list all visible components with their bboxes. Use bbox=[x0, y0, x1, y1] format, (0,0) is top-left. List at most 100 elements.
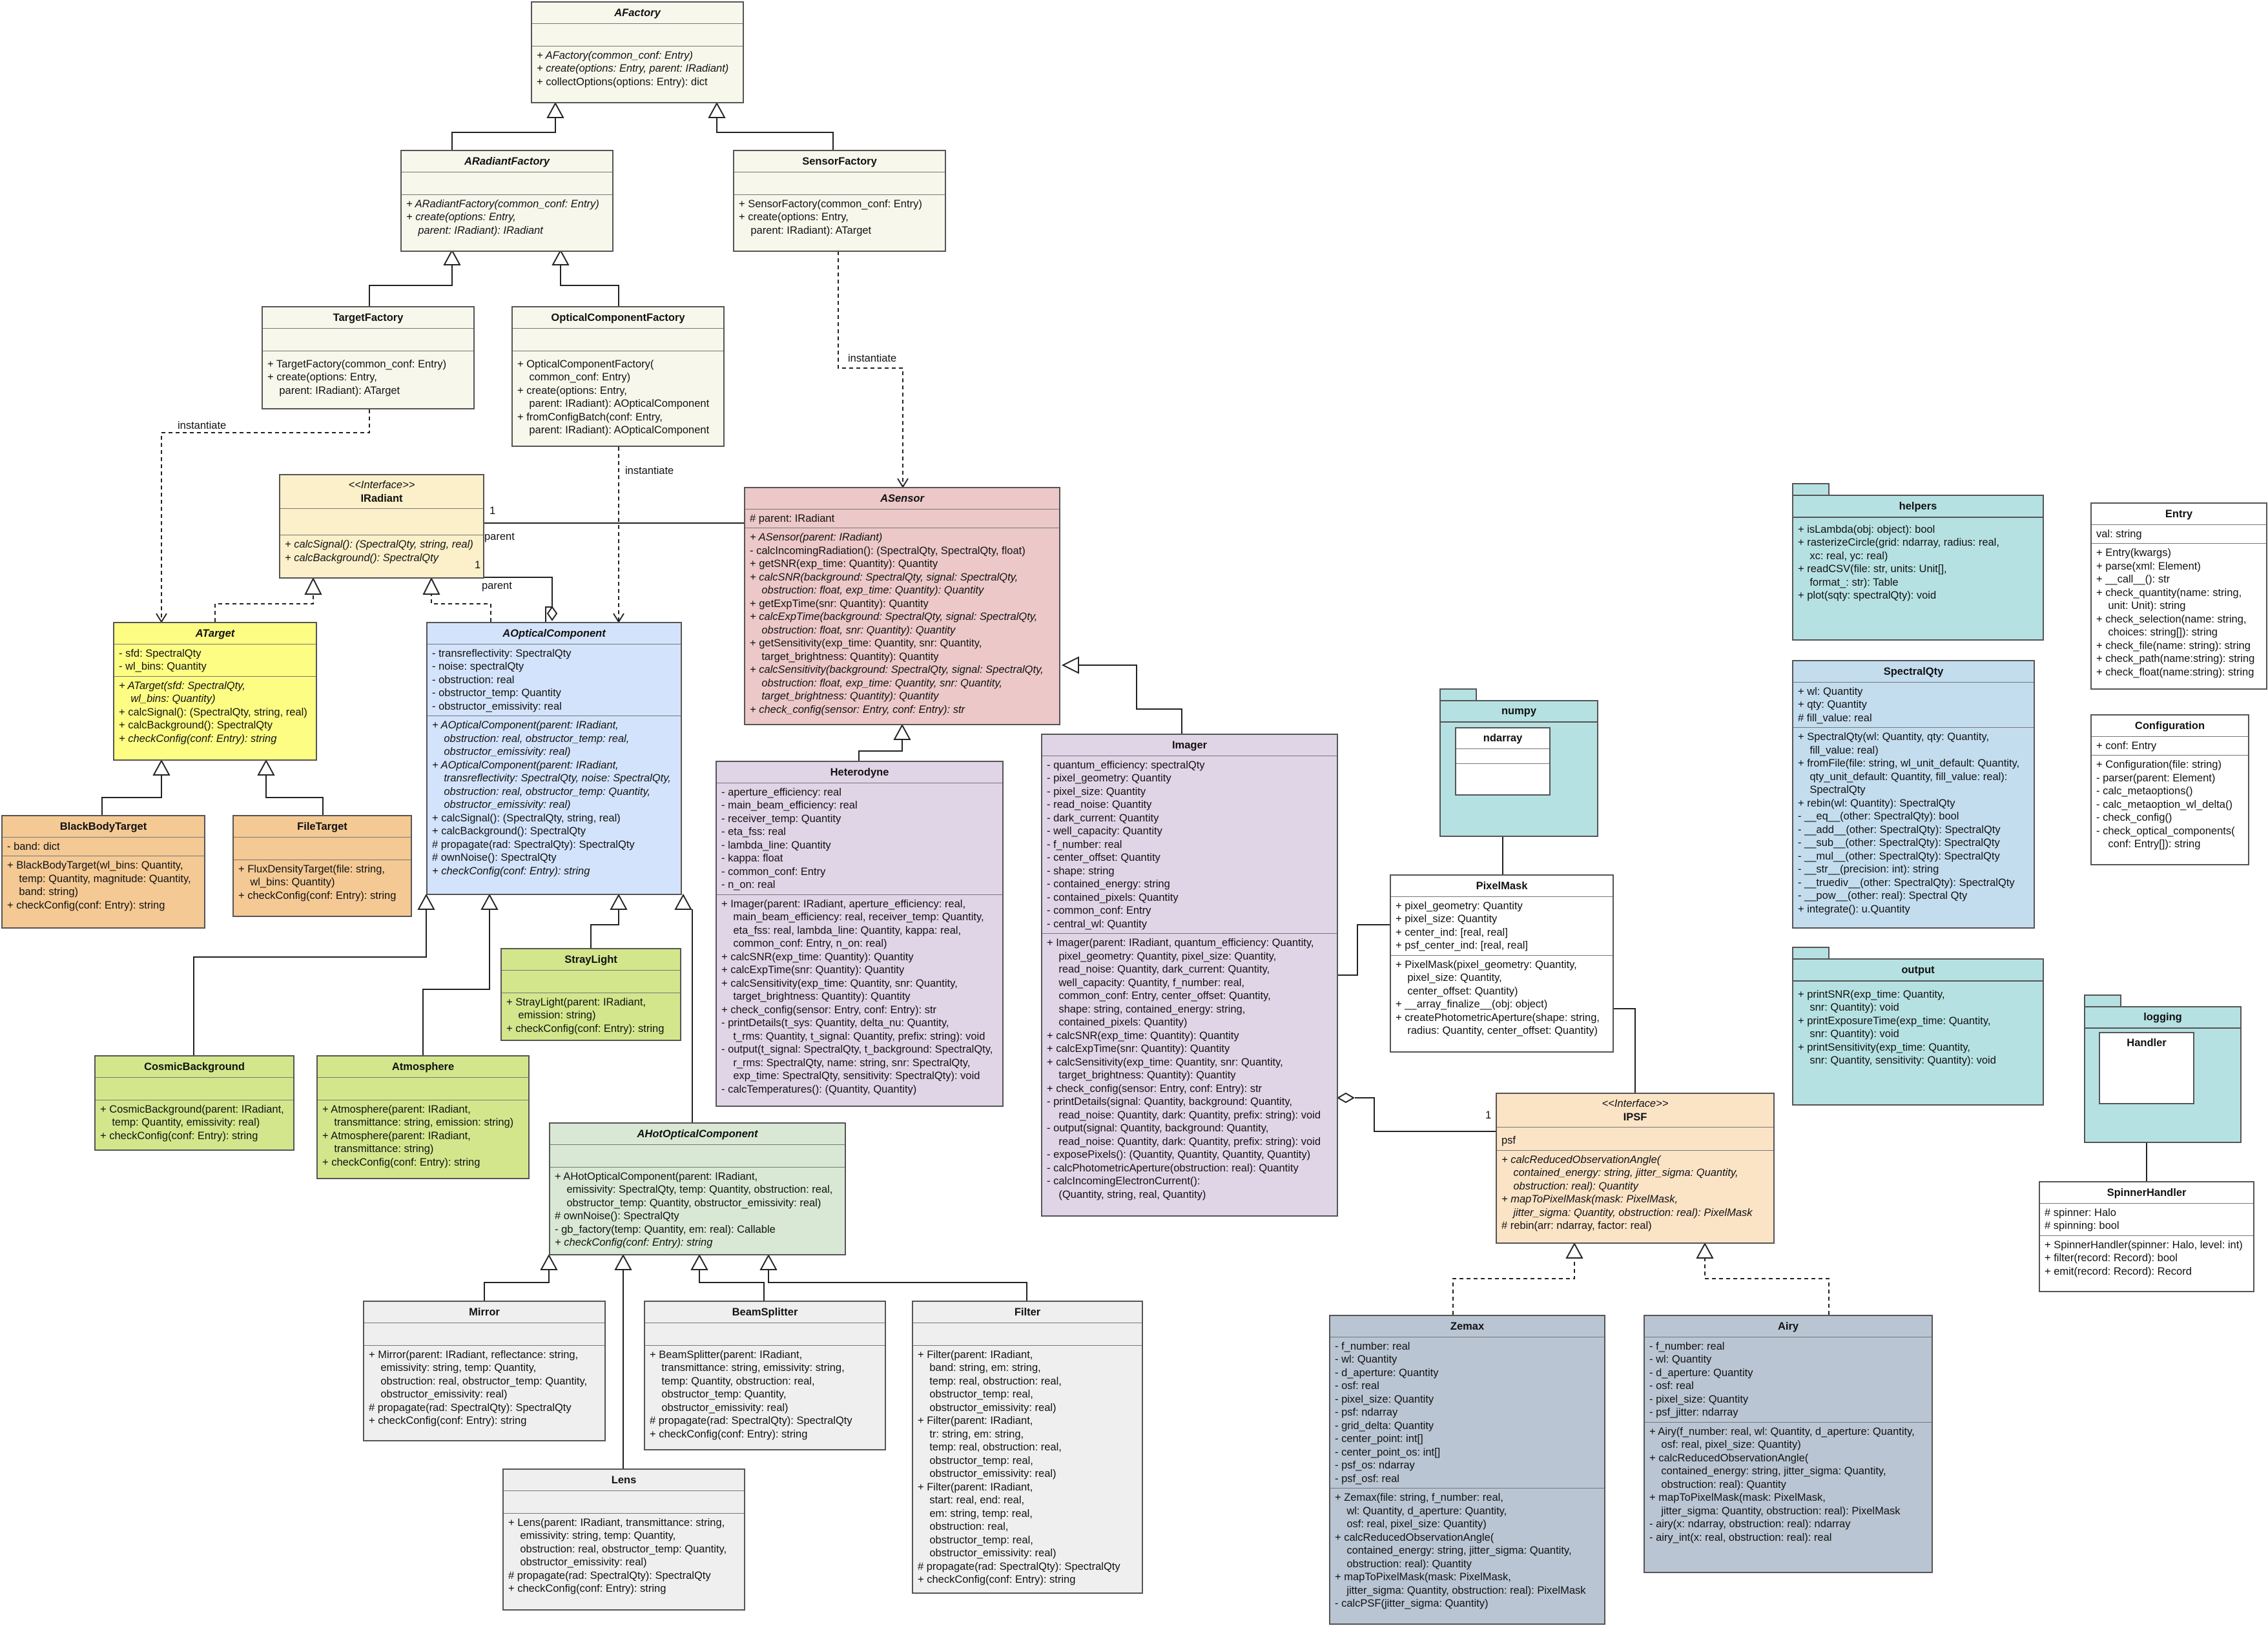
class-imager[interactable]: Imager - quantum_efficiency: spectralQty… bbox=[1041, 734, 1338, 1217]
attr-1: + wl: Quantity bbox=[1798, 685, 1863, 697]
gen-head-aradiant-l bbox=[443, 249, 461, 265]
op-3: + mapToPixelMask(mask: PixelMask, jitter… bbox=[1335, 1571, 1586, 1596]
attr-1: psf bbox=[1501, 1135, 1516, 1146]
package-name: numpy bbox=[1441, 701, 1597, 723]
op-2: + filter(record: Record): bool bbox=[2045, 1252, 2178, 1264]
class-filetarget[interactable]: FileTarget + FluxDensityTarget(file: str… bbox=[232, 815, 412, 917]
op-6: + calcExpTime(background: SpectralQty, s… bbox=[750, 611, 1038, 636]
operations-section: + Filter(parent: IRadiant, band: string,… bbox=[913, 1346, 1142, 1589]
attr-5: - dark_current: Quantity bbox=[1047, 812, 1159, 824]
op-2: + checkConfig(conf: Entry): string bbox=[7, 899, 165, 911]
fn-4: + plot(sqty: spectralQty): void bbox=[1798, 590, 1937, 601]
interface-ipsf[interactable]: <<Interface>> IPSF psf + calcReducedObse… bbox=[1496, 1093, 1775, 1244]
op-9: - calcPhotometricAperture(obstruction: r… bbox=[1047, 1162, 1299, 1174]
op-5: - __add__(other: SpectralQty): SpectralQ… bbox=[1798, 823, 2001, 836]
class-beamsplitter[interactable]: BeamSplitter + BeamSplitter(parent: IRad… bbox=[644, 1301, 886, 1450]
operations-section: + Atmosphere(parent: IRadiant, transmitt… bbox=[318, 1100, 528, 1172]
op-8: - __str__(precision: int): string bbox=[1798, 863, 1939, 875]
class-name: ndarray bbox=[1456, 728, 1549, 749]
class-zemax[interactable]: Zemax - f_number: real - wl: Quantity - … bbox=[1329, 1315, 1605, 1625]
class-afactory[interactable]: AFactory + AFactory(common_conf: Entry) … bbox=[531, 1, 744, 103]
interface-name: IRadiant bbox=[280, 492, 483, 509]
op-3: # rebin(arr: ndarray, factor: real) bbox=[1501, 1220, 1652, 1231]
attributes-section bbox=[645, 1323, 885, 1346]
class-blackbodytarget[interactable]: BlackBodyTarget - band: dict + BlackBody… bbox=[1, 815, 205, 929]
op-7: + checkConfig(conf: Entry): string bbox=[432, 865, 590, 877]
class-sensorfactory[interactable]: SensorFactory + SensorFactory(common_con… bbox=[733, 150, 946, 252]
gen-head-atarget-r bbox=[257, 759, 275, 776]
class-handler[interactable]: Handler bbox=[2099, 1032, 2194, 1104]
op-2: + Filter(parent: IRadiant, tr: string, e… bbox=[918, 1415, 1062, 1479]
operations-section: + ARadiantFactory(common_conf: Entry) + … bbox=[402, 195, 612, 240]
class-spinnerhandler[interactable]: SpinnerHandler # spinner: Halo # spinnin… bbox=[2039, 1181, 2254, 1292]
op-1: + SpinnerHandler(spinner: Halo, level: i… bbox=[2045, 1239, 2243, 1251]
attr-8: - n_on: real bbox=[721, 879, 776, 891]
package-helpers[interactable]: helpers + isLambda(obj: object): bool + … bbox=[1792, 495, 2044, 641]
op-2: + create(options: Entry, parent: IRadian… bbox=[406, 211, 543, 236]
class-aradiantfactory[interactable]: ARadiantFactory + ARadiantFactory(common… bbox=[400, 150, 613, 252]
class-cosmicbackground[interactable]: CosmicBackground + CosmicBackground(pare… bbox=[94, 1055, 294, 1151]
class-targetfactory[interactable]: TargetFactory + TargetFactory(common_con… bbox=[262, 306, 475, 409]
attr-4: - obstructor_temp: Quantity bbox=[432, 687, 561, 699]
op-1: + Imager(parent: IRadiant, aperture_effi… bbox=[721, 898, 984, 950]
class-name: Filter bbox=[913, 1302, 1142, 1323]
op-3: - calc_metaoptions() bbox=[2096, 785, 2193, 797]
class-lens[interactable]: Lens + Lens(parent: IRadiant, transmitta… bbox=[502, 1468, 745, 1611]
op-3: - gb_factory(temp: Quantity, em: real): … bbox=[555, 1223, 776, 1235]
op-4: + calcBackground(): SpectralQty bbox=[432, 825, 586, 837]
operations-section: + Configuration(file: string) - parser(p… bbox=[2092, 756, 2248, 854]
class-airy[interactable]: Airy - f_number: real - wl: Quantity - d… bbox=[1644, 1315, 1933, 1573]
interface-iradiant[interactable]: <<Interface>> IRadiant + calcSignal(): (… bbox=[279, 474, 484, 579]
attributes-section bbox=[502, 971, 680, 993]
op-7: - __mul__(other: SpectralQty): SpectralQ… bbox=[1798, 850, 2000, 862]
class-name: AOpticalComponent bbox=[428, 623, 681, 644]
attr-5: - pixel_size: Quantity bbox=[1649, 1393, 1749, 1405]
class-opticalcomponentfactory[interactable]: OpticalComponentFactory + OpticalCompone… bbox=[511, 306, 725, 447]
attr-2: - noise: spectralQty bbox=[432, 661, 524, 672]
operations-section: + SpectralQty(wl: Quantity, qty: Quantit… bbox=[1793, 728, 2034, 918]
op-6: - printDetails(signal: Quantity, backgro… bbox=[1047, 1096, 1321, 1121]
op-1: + AHotOpticalComponent(parent: IRadiant,… bbox=[555, 1170, 833, 1209]
class-atmosphere[interactable]: Atmosphere + Atmosphere(parent: IRadiant… bbox=[316, 1055, 530, 1179]
attr-1: # spinner: Halo bbox=[2045, 1206, 2116, 1219]
op-1: + Configuration(file: string) bbox=[2096, 759, 2222, 770]
class-ahotopticalcomponent[interactable]: AHotOpticalComponent + AHotOpticalCompon… bbox=[549, 1122, 846, 1255]
op-4: - calcPSF(jitter_sigma: Quantity) bbox=[1335, 1598, 1489, 1609]
attr-4: - osf: real bbox=[1649, 1380, 1694, 1392]
class-configuration[interactable]: Configuration + conf: Entry + Configurat… bbox=[2090, 714, 2249, 865]
attr-1: + pixel_geometry: Quantity bbox=[1396, 900, 1523, 912]
gen-head-asensor-r bbox=[1061, 656, 1079, 674]
package-output[interactable]: output + printSNR(exp_time: Quantity, sn… bbox=[1792, 958, 2044, 1106]
op-4: + calcSNR(background: SpectralQty, signa… bbox=[750, 571, 1018, 597]
attributes-section: psf bbox=[1497, 1128, 1773, 1151]
class-straylight[interactable]: StrayLight + StrayLight(parent: IRadiant… bbox=[500, 948, 681, 1041]
class-heterodyne[interactable]: Heterodyne - aperture_efficiency: real -… bbox=[716, 761, 1004, 1107]
attr-6: - psf_jitter: ndarray bbox=[1649, 1406, 1738, 1418]
op-4: - airy(x: ndarray, obstruction: real): n… bbox=[1649, 1518, 1851, 1530]
gen-head-ahot-2 bbox=[614, 1253, 632, 1270]
op-1: + Entry(kwargs) bbox=[2096, 547, 2171, 559]
class-filter[interactable]: Filter + Filter(parent: IRadiant, band: … bbox=[912, 1301, 1143, 1594]
op-2: + calcSignal(): (SpectralQty, string, re… bbox=[119, 706, 307, 718]
class-asensor[interactable]: ASensor # parent: IRadiant + ASensor(par… bbox=[744, 487, 1060, 725]
class-name: Imager bbox=[1042, 735, 1337, 756]
class-pixelmask[interactable]: PixelMask + pixel_geometry: Quantity + p… bbox=[1390, 874, 1614, 1053]
class-aopticalcomponent[interactable]: AOpticalComponent - transreflectivity: S… bbox=[426, 622, 682, 895]
class-atarget[interactable]: ATarget - sfd: SpectralQty - wl_bins: Qu… bbox=[113, 622, 317, 761]
class-mirror[interactable]: Mirror + Mirror(parent: IRadiant, reflec… bbox=[363, 1301, 606, 1441]
package-name: logging bbox=[2085, 1007, 2240, 1029]
class-entry[interactable]: Entry val: string + Entry(kwargs) + pars… bbox=[2090, 502, 2267, 690]
gen-head-aradiant-r bbox=[552, 249, 570, 265]
attributes-section: - sfd: SpectralQty - wl_bins: Quantity bbox=[114, 644, 316, 677]
op-9: + check_config(sensor: Entry, conf: Entr… bbox=[750, 703, 965, 716]
operations-section: + AOpticalComponent(parent: IRadiant, ob… bbox=[428, 716, 681, 880]
op-2: # ownNoise(): SpectralQty bbox=[555, 1210, 679, 1222]
fn-3: + printSensitivity(exp_time: Quantity, s… bbox=[1798, 1041, 1996, 1067]
functions-section: + isLambda(obj: object): bool + rasteriz… bbox=[1793, 518, 2043, 605]
class-ndarray[interactable]: ndarray bbox=[1455, 727, 1551, 796]
label-parent-iradiant: parent bbox=[484, 531, 515, 542]
op-6: - check_optical_components( conf: Entry[… bbox=[2096, 825, 2235, 850]
class-spectralqty[interactable]: SpectralQty + wl: Quantity + qty: Quanti… bbox=[1792, 660, 2035, 929]
op-6: # ownNoise(): SpectralQty bbox=[432, 852, 557, 863]
op-3: + fromConfigBatch(conf: Entry, parent: I… bbox=[517, 411, 710, 437]
